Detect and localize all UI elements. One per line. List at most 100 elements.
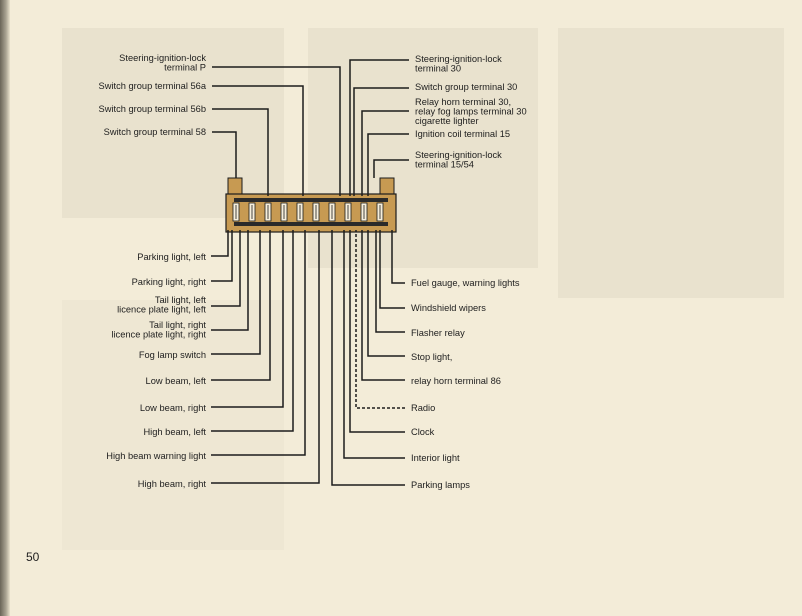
- label-tail-left-line: licence plate light, left: [117, 305, 206, 315]
- label-high-warning-line: High beam warning light: [106, 451, 206, 461]
- wire-sg-56b: [212, 108, 269, 196]
- label-sil-1554-line: terminal 15/54: [415, 160, 474, 170]
- label-high-left: High beam, left: [143, 427, 206, 437]
- label-flasher-line: Flasher relay: [411, 328, 465, 338]
- wire-high-left: [211, 230, 294, 432]
- label-fog-switch: Fog lamp switch: [139, 350, 206, 360]
- show-through-block-4: [62, 300, 284, 550]
- wire-interior: [343, 230, 405, 459]
- wire-sil-p: [212, 66, 341, 196]
- label-flasher: Flasher relay: [411, 328, 465, 338]
- wire-sg-30: [353, 87, 409, 196]
- label-clock: Clock: [411, 427, 435, 437]
- label-sg-30: Switch group terminal 30: [415, 82, 517, 92]
- wire-fuel-gauge: [391, 230, 405, 284]
- label-parking-lamps-line: Parking lamps: [411, 480, 470, 490]
- label-wipers: Windshield wipers: [411, 303, 486, 313]
- label-radio-line: Radio: [411, 403, 435, 413]
- wire-sil-1554: [373, 159, 409, 178]
- label-park-right: Parking light, right: [132, 277, 207, 287]
- label-fuel-gauge-line: Fuel gauge, warning lights: [411, 278, 520, 288]
- book-spine-shadow: [0, 0, 10, 616]
- label-stop-line: Stop light,: [411, 352, 452, 362]
- label-horn-86-line: relay horn terminal 86: [411, 376, 501, 386]
- wire-radio: [355, 230, 405, 409]
- wire-sg-58: [212, 131, 237, 178]
- label-high-right-line: High beam, right: [138, 479, 207, 489]
- label-horn-30: Relay horn terminal 30,relay fog lamps t…: [415, 97, 527, 126]
- label-horn-30-line: cigarette lighter: [415, 116, 479, 126]
- label-wipers-line: Windshield wipers: [411, 303, 486, 313]
- label-fog-switch-line: Fog lamp switch: [139, 350, 206, 360]
- wire-flasher: [375, 230, 405, 333]
- fuse-box-top-rail: [234, 198, 388, 202]
- label-parking-lamps: Parking lamps: [411, 480, 470, 490]
- fuse-box-left-lug: [227, 177, 243, 197]
- label-low-left-line: Low beam, left: [146, 376, 207, 386]
- wire-wipers: [379, 230, 405, 309]
- wire-tail-left: [211, 230, 241, 307]
- label-sil-30-line: terminal 30: [415, 64, 461, 74]
- wire-stop: [367, 230, 405, 357]
- label-sg-56a: Switch group terminal 56a: [99, 81, 207, 91]
- label-coil-15-line: Ignition coil terminal 15: [415, 129, 510, 139]
- fuse-box-right-lug: [379, 177, 395, 197]
- show-through-block-3: [558, 28, 784, 298]
- label-sg-58: Switch group terminal 58: [104, 127, 206, 137]
- label-park-left-line: Parking light, left: [137, 252, 206, 262]
- page-number: 50: [26, 550, 40, 564]
- fuse-box-bottom-rail: [234, 222, 388, 226]
- label-interior-line: Interior light: [411, 453, 460, 463]
- label-tail-left-line: Tail light, left: [155, 295, 207, 305]
- wire-low-right: [211, 230, 284, 408]
- label-sil-30-line: Steering-ignition-lock: [415, 54, 502, 64]
- label-radio: Radio: [411, 403, 435, 413]
- wire-park-right: [211, 230, 233, 282]
- wire-high-warning: [211, 230, 306, 456]
- show-through-block-1: [62, 28, 284, 218]
- label-clock-line: Clock: [411, 427, 435, 437]
- label-sil-p-line: Steering-ignition-lock: [119, 53, 206, 63]
- label-low-right: Low beam, right: [140, 403, 207, 413]
- label-low-left: Low beam, left: [146, 376, 207, 386]
- label-high-warning: High beam warning light: [106, 451, 206, 461]
- label-high-right: High beam, right: [138, 479, 207, 489]
- fuse-box: [225, 177, 397, 233]
- wire-horn-30: [361, 110, 409, 196]
- label-sg-58-line: Switch group terminal 58: [104, 127, 206, 137]
- wire-parking-lamps: [331, 230, 405, 486]
- label-sg-30-line: Switch group terminal 30: [415, 82, 517, 92]
- label-horn-30-line: relay fog lamps terminal 30: [415, 107, 527, 117]
- label-horn-30-line: Relay horn terminal 30,: [415, 97, 511, 107]
- label-interior: Interior light: [411, 453, 460, 463]
- wire-coil-15: [367, 133, 409, 196]
- label-sil-p-line: terminal P: [164, 63, 206, 73]
- label-park-left: Parking light, left: [137, 252, 206, 262]
- label-sg-56a-line: Switch group terminal 56a: [99, 81, 207, 91]
- wire-high-right: [211, 230, 320, 484]
- label-sg-56b: Switch group terminal 56b: [99, 104, 207, 114]
- label-sil-1554-line: Steering-ignition-lock: [415, 150, 502, 160]
- label-low-right-line: Low beam, right: [140, 403, 207, 413]
- label-park-right-line: Parking light, right: [132, 277, 207, 287]
- wire-sil-30: [349, 59, 409, 196]
- wire-fog-switch: [211, 230, 261, 355]
- label-horn-86: relay horn terminal 86: [411, 376, 501, 386]
- label-sg-56b-line: Switch group terminal 56b: [99, 104, 207, 114]
- wire-tail-right: [211, 230, 249, 331]
- label-tail-right-line: Tail light, right: [149, 320, 206, 330]
- wire-park-left: [211, 230, 229, 257]
- wire-low-left: [211, 230, 271, 381]
- label-coil-15: Ignition coil terminal 15: [415, 129, 510, 139]
- label-tail-right-line: licence plate light, right: [111, 330, 206, 340]
- wire-sg-56a: [212, 85, 304, 196]
- label-stop: Stop light,: [411, 352, 452, 362]
- label-fuel-gauge: Fuel gauge, warning lights: [411, 278, 520, 288]
